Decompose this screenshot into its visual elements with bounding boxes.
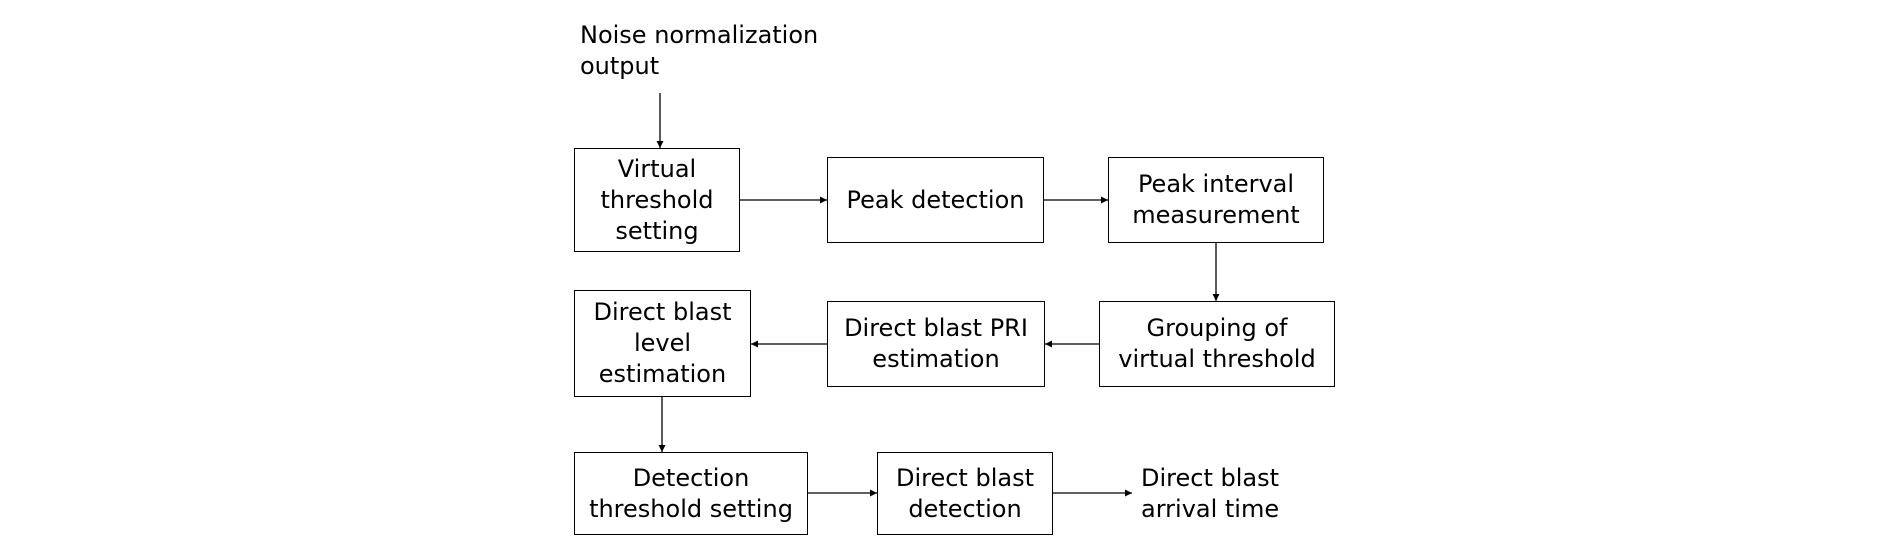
direct-blast-detection-text: Direct blast detection xyxy=(895,463,1034,523)
peak-detection-box: Peak detection xyxy=(827,157,1044,243)
detection-threshold-setting-text: Detection threshold setting xyxy=(589,463,793,523)
direct-blast-level-estimation-text: Direct blast level estimation xyxy=(593,298,732,388)
direct-blast-level-estimation-box: Direct blast level estimation xyxy=(574,290,751,397)
detection-threshold-setting-box: Detection threshold setting xyxy=(574,452,808,535)
output-label: Direct blast arrival time xyxy=(1141,464,1280,523)
virtual-threshold-setting-text: Virtual threshold setting xyxy=(600,154,714,245)
peak-interval-measurement-box: Peak interval measurement xyxy=(1108,157,1324,243)
peak-interval-measurement-text: Peak interval measurement xyxy=(1132,170,1300,229)
direct-blast-pri-estimation-box: Direct blast PRI estimation xyxy=(827,301,1045,387)
grouping-of-virtual-threshold-box: Grouping of virtual threshold xyxy=(1099,301,1335,387)
peak-detection-text: Peak detection xyxy=(846,185,1025,214)
direct-blast-pri-estimation-text: Direct blast PRI estimation xyxy=(844,314,1028,373)
virtual-threshold-setting-box: Virtual threshold setting xyxy=(574,148,740,252)
grouping-of-virtual-threshold-text: Grouping of virtual threshold xyxy=(1118,314,1316,373)
direct-blast-detection-box: Direct blast detection xyxy=(877,452,1053,535)
input-label: Noise normalization output xyxy=(580,21,819,80)
